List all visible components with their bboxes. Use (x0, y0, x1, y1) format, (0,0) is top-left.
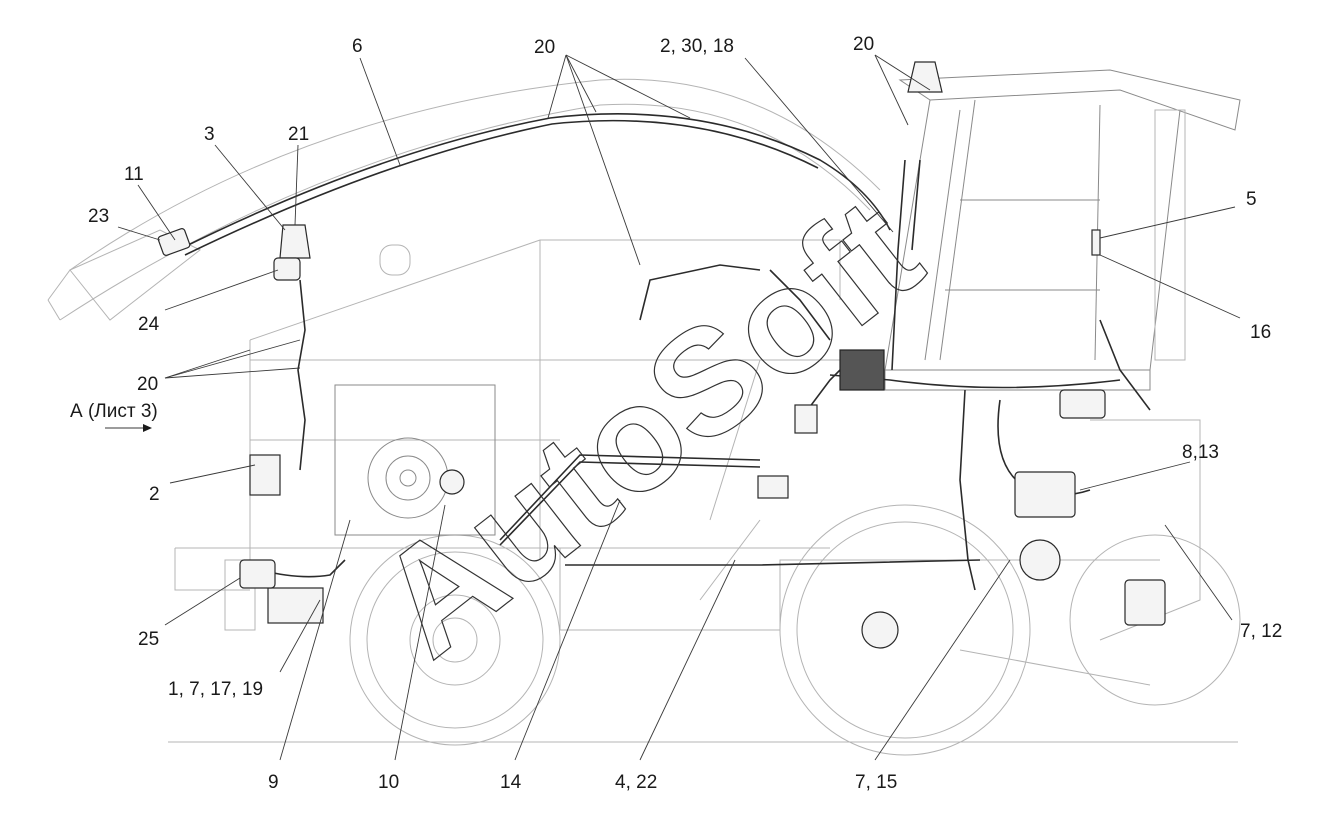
valve-sensor (794, 404, 818, 434)
callout-23: 23 (88, 206, 109, 227)
callout-11: 11 (124, 164, 144, 185)
callout-1-7-17-19: 1, 7, 17, 19 (168, 679, 263, 700)
valve-block (839, 349, 885, 391)
callout-4-22: 4, 22 (615, 772, 657, 793)
callout-10: 10 (378, 772, 399, 793)
callout-7-15: 7, 15 (855, 772, 897, 793)
callout-3: 3 (204, 124, 215, 145)
engine-sensor (439, 469, 465, 495)
callout-8-13: 8,13 (1182, 442, 1219, 463)
cab-down-harness (959, 389, 976, 591)
callout-2: 2 (149, 484, 160, 505)
callout-9: 9 (268, 772, 279, 793)
mid-harness (639, 264, 761, 321)
callout-20-top: 20 (534, 37, 555, 58)
callout-6: 6 (352, 36, 363, 57)
spout-harness (177, 113, 891, 251)
cab-riser-harness-2 (911, 159, 921, 251)
wiring-harness (177, 113, 1151, 591)
callout-24: 24 (138, 314, 160, 335)
spout-light (157, 228, 191, 256)
beacon-cab (907, 61, 943, 93)
sensor-frame (757, 475, 789, 499)
left-vertical-harness (297, 279, 306, 471)
machine-outline (47, 69, 1241, 756)
mirror-unit (249, 454, 281, 496)
callout-view-a: А (Лист 3) (70, 401, 158, 422)
callout-25: 25 (138, 629, 159, 650)
components (157, 61, 1166, 649)
right-handle (1091, 229, 1101, 256)
chassis-harness (565, 559, 981, 566)
callout-labels: 6 20 2, 30, 18 20 3 21 11 23 24 5 16 20 … (70, 34, 1282, 793)
right-harness (1099, 319, 1151, 411)
callout-20-left: 20 (137, 374, 158, 395)
front-hub (861, 611, 899, 649)
rear-hub (1019, 539, 1061, 581)
cab-box (1059, 389, 1106, 419)
callout-21: 21 (288, 124, 309, 145)
left-unit (239, 559, 276, 589)
callout-7-12: 7, 12 (1240, 621, 1282, 642)
battery (267, 587, 324, 624)
rear-pump (1014, 471, 1076, 518)
callout-2-30-18: 2, 30, 18 (660, 36, 734, 57)
callout-16: 16 (1250, 322, 1271, 343)
watermark-text: AutoSoft (347, 166, 949, 688)
beacon-left (279, 224, 311, 259)
frame-harness (499, 454, 761, 546)
callout-14: 14 (500, 772, 522, 793)
watermark: AutoSoft (346, 165, 950, 688)
work-light-left (273, 257, 301, 281)
rear-motor (1124, 579, 1166, 626)
cab-riser-harness (891, 159, 906, 371)
spout-harness-return (184, 119, 819, 256)
leader-lines (105, 54, 1241, 761)
callout-5: 5 (1246, 189, 1257, 210)
callout-20-cab: 20 (853, 34, 874, 55)
arrow-view-a-head (143, 424, 152, 432)
cab-loom (829, 374, 1121, 389)
mid-harness-2 (769, 269, 831, 341)
